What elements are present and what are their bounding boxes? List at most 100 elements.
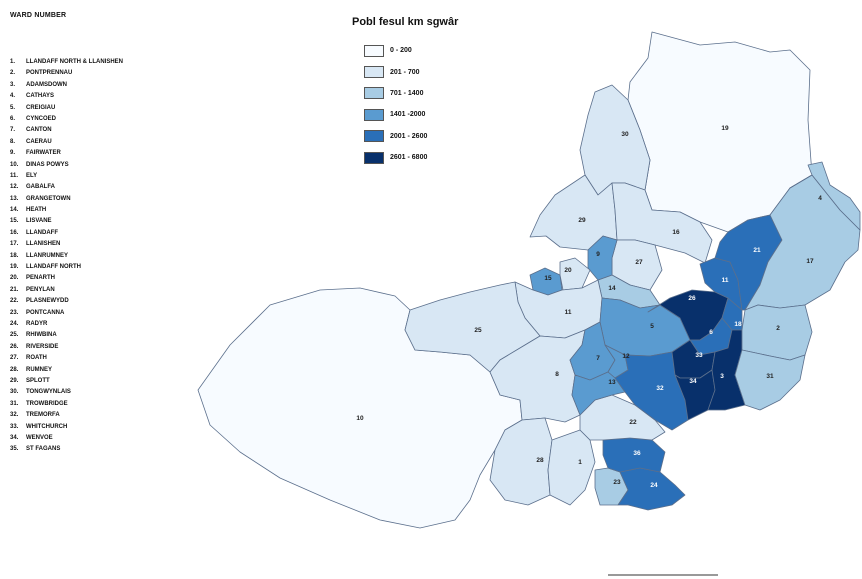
ward-number: 10. xyxy=(10,161,19,168)
ward-label: 26 xyxy=(688,295,696,302)
legend-swatch xyxy=(364,44,384,57)
ward-label: 36 xyxy=(633,450,641,457)
ward-list-item: 19. LLANDAFF NORTH xyxy=(10,262,200,273)
ward-number: 34. xyxy=(10,434,19,441)
ward-label: 17 xyxy=(806,258,814,265)
ward-number: 22. xyxy=(10,298,19,305)
ward-label: 14 xyxy=(608,285,616,292)
ward-list-item: 27.ROATH xyxy=(10,353,200,364)
ward-list-item: 16.LLANDAFF xyxy=(10,228,200,239)
ward-name: LISVANE xyxy=(26,218,52,225)
ward-number: 27. xyxy=(10,355,19,362)
ward-list-heading: WARD NUMBER xyxy=(10,12,67,19)
ward-list-item: 26. RIVERSIDE xyxy=(10,342,200,353)
ward-list-item: 11.ELY xyxy=(10,171,200,182)
ward-name: TROWBRIDGE xyxy=(26,400,68,407)
legend-row: 701 - 1400 xyxy=(352,83,458,104)
ward-label: 4 xyxy=(818,195,822,202)
ward-list-item: 4.CATHAYS xyxy=(10,91,200,102)
ward-label: 12 xyxy=(622,353,630,360)
ward-region xyxy=(789,161,861,231)
ward-list-item: 35.ST FAGANS xyxy=(10,444,200,455)
ward-name: TONGWYNLAIS xyxy=(26,389,71,396)
ward-list-item: 15. LISVANE xyxy=(10,216,200,227)
ward-number: 26. xyxy=(10,343,19,350)
ward-label: 21 xyxy=(753,247,761,254)
ward-list-item: 24.RADYR xyxy=(10,319,200,330)
ward-label: 27 xyxy=(635,259,643,266)
ward-number: 12. xyxy=(10,184,19,191)
ward-number: 3. xyxy=(10,81,16,88)
ward-name: LLANDAFF NORTH xyxy=(26,264,81,271)
ward-label: 20 xyxy=(564,267,572,274)
ward-name: PONTCANNA xyxy=(26,309,65,316)
ward-name: CANTON xyxy=(26,127,52,134)
ward-list-item: 13. GRANGETOWN xyxy=(10,194,200,205)
ward-number: 13. xyxy=(10,195,19,202)
legend-swatch xyxy=(364,108,384,121)
ward-list: WARD NUMBER 1.LLANDAFF NORTH & LLANISHEN… xyxy=(10,12,200,456)
ward-list-item: 5.CREIGIAU xyxy=(10,103,200,114)
ward-label: 8 xyxy=(555,371,559,378)
ward-list-item: 3.ADAMSDOWN xyxy=(10,80,200,91)
ward-list-item: 9. FAIRWATER xyxy=(10,148,200,159)
ward-number: 2. xyxy=(10,70,16,77)
ward-name: LLANISHEN xyxy=(26,241,61,248)
ward-list-item: 23.PONTCANNA xyxy=(10,308,200,319)
ward-list-item: 12.GABALFA xyxy=(10,182,200,193)
ward-label: 15 xyxy=(544,275,552,282)
ward-label: 16 xyxy=(672,229,680,236)
ward-name: RHIWBINA xyxy=(26,332,57,339)
ward-number: 15. xyxy=(10,218,19,225)
ward-name: GRANGETOWN xyxy=(26,195,71,202)
ward-number: 9. xyxy=(10,150,16,157)
ward-list-item: 10. DINAS POWYS xyxy=(10,160,200,171)
ward-name: LLANRUMNEY xyxy=(26,252,68,259)
ward-number: 24. xyxy=(10,320,19,327)
ward-number: 6. xyxy=(10,115,16,122)
ward-number: 20. xyxy=(10,275,19,282)
ward-label: 25 xyxy=(474,327,482,334)
ward-number: 19. xyxy=(10,264,19,271)
ward-number: 4. xyxy=(10,93,16,100)
ward-name: PLASNEWYDD xyxy=(26,298,69,305)
ward-list-item: 30. TONGWYNLAIS xyxy=(10,387,200,398)
ward-list-item: 21.PENYLAN xyxy=(10,285,200,296)
legend-row: 0 - 200 xyxy=(352,40,458,61)
ward-name: CAERAU xyxy=(26,138,52,145)
ward-number: 21. xyxy=(10,286,19,293)
ward-label: 9 xyxy=(596,251,600,258)
ward-label: 22 xyxy=(629,419,637,426)
ward-name: DINAS POWYS xyxy=(26,161,69,168)
ward-list-item: 34.WENVOE xyxy=(10,433,200,444)
ward-label: 13 xyxy=(608,379,616,386)
legend-label: 0 - 200 xyxy=(390,47,412,55)
legend-row: 2601 - 6800 xyxy=(352,147,458,168)
legend-label: 201 - 700 xyxy=(390,68,420,76)
ward-number: 30. xyxy=(10,389,19,396)
legend-swatch xyxy=(364,66,384,79)
ward-number: 8. xyxy=(10,138,16,145)
ward-list-item: 1.LLANDAFF NORTH & LLANISHEN xyxy=(10,57,200,68)
ward-number: 18. xyxy=(10,252,19,259)
ward-label: 3 xyxy=(720,373,724,380)
ward-name: RIVERSIDE xyxy=(26,343,59,350)
ward-label: 33 xyxy=(695,352,703,359)
ward-name: FAIRWATER xyxy=(26,150,61,157)
ward-number: 11. xyxy=(10,172,19,179)
ward-list-item: 2.PONTPRENNAU xyxy=(10,68,200,79)
ward-list-item: 31.TROWBRIDGE xyxy=(10,399,200,410)
ward-label: 23 xyxy=(613,479,621,486)
ward-number: 29. xyxy=(10,377,19,384)
ward-name: LLANDAFF xyxy=(26,229,58,236)
ward-label: 5 xyxy=(650,323,654,330)
ward-number: 35. xyxy=(10,446,19,453)
ward-label: 1 xyxy=(578,459,582,466)
ward-label: 34 xyxy=(689,378,697,385)
ward-name: TREMORFA xyxy=(26,412,60,419)
legend-row: 2001 - 2600 xyxy=(352,126,458,147)
ward-label: 31 xyxy=(766,373,774,380)
